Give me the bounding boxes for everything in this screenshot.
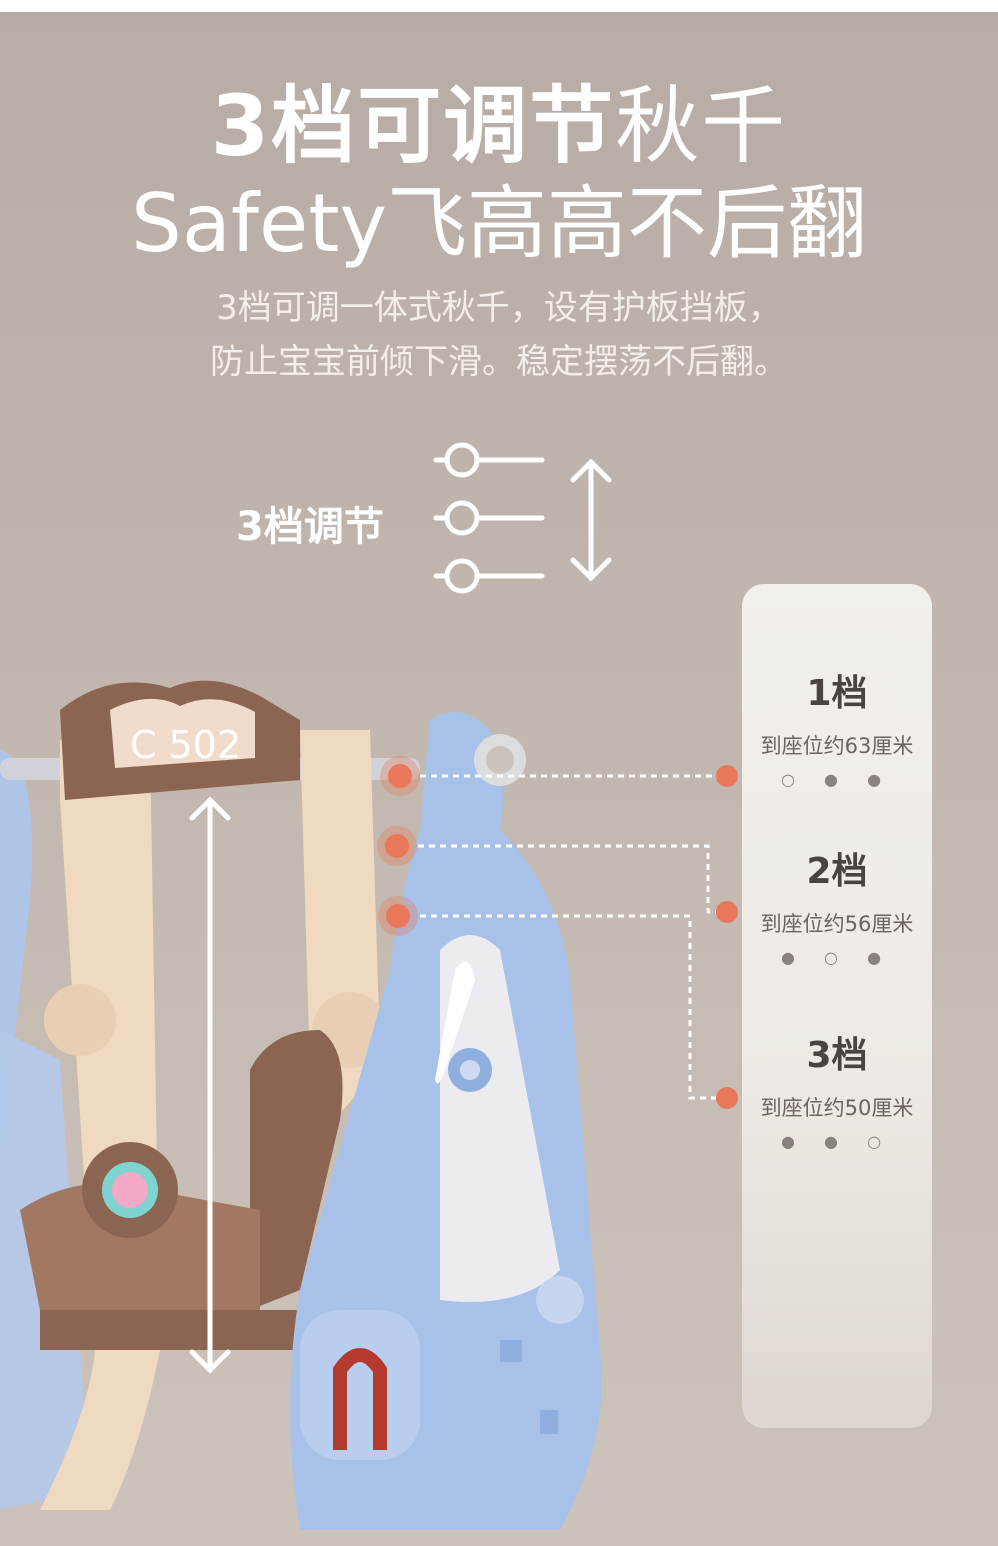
headline-light: 秋千 (615, 77, 788, 175)
description-line-1: 3档可调一体式秋千，设有护板挡板， (216, 288, 782, 328)
level-2: 2档 到座位约56厘米 ● ○ ● (742, 842, 932, 967)
description-line-2: 防止宝宝前倾下滑。稳定摆荡不后翻。 (210, 342, 788, 382)
headline-secondary: Safety飞高高不后翻 (131, 177, 867, 270)
level-3-title: 3档 (806, 1035, 868, 1076)
seat-badge-text: C 502 (130, 723, 241, 767)
level-1-desc: 到座位约63厘米 (760, 734, 914, 758)
top-border (0, 0, 998, 12)
level-2-desc: 到座位约56厘米 (760, 912, 914, 936)
level-1: 1档 到座位约63厘米 ○ ● ● (742, 664, 932, 789)
level-1-title: 1档 (806, 673, 868, 714)
level-info-panel: 1档 到座位约63厘米 ○ ● ● 2档 到座位约56厘米 ● ○ ● 3档 到… (742, 584, 932, 1428)
swing-illustration: C 502 (0, 680, 738, 1530)
headline-primary: 3档可调节秋千 (0, 78, 998, 174)
three-level-adjust-icon (433, 442, 612, 594)
headline-bold: 3档可调节 (210, 77, 616, 175)
level-1-dots: ○ ● ● (780, 770, 894, 789)
level-2-dots: ● ○ ● (780, 948, 894, 967)
level-3-dots: ● ● ○ (780, 1132, 894, 1151)
level-3-desc: 到座位约50厘米 (760, 1096, 914, 1120)
adjust-label: 3档调节 (236, 504, 384, 550)
level-3: 3档 到座位约50厘米 ● ● ○ (742, 1026, 932, 1151)
level-2-title: 2档 (806, 851, 868, 892)
